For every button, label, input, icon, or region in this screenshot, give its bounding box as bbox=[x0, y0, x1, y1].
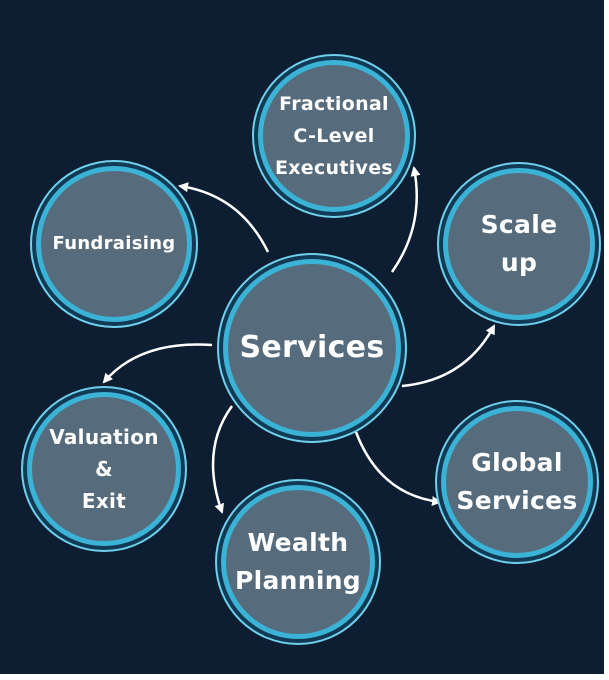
scale-up-label: Scale up bbox=[480, 210, 558, 277]
fundraising-node: Fundraising bbox=[36, 166, 192, 322]
valuation-exit-label: Valuation & Exit bbox=[49, 425, 159, 513]
arrow-to-scale-up bbox=[401, 324, 496, 388]
services-label: Services bbox=[239, 330, 385, 365]
arrow-to-wealth-planning bbox=[211, 405, 234, 514]
wealth-planning-node: Wealth Planning bbox=[221, 485, 375, 639]
wealth-planning-label: Wealth Planning bbox=[234, 528, 362, 595]
scale-up-node: Scale up bbox=[443, 168, 595, 320]
arrow-to-fundraising bbox=[178, 182, 270, 253]
valuation-exit-node: Valuation & Exit bbox=[27, 392, 181, 546]
global-services-label: Global Services bbox=[456, 448, 578, 515]
arrow-to-fractional-executives bbox=[390, 166, 421, 273]
fundraising-label: Fundraising bbox=[52, 233, 176, 254]
fractional-executives-node: Fractional C-Level Executives bbox=[258, 60, 410, 212]
services-center-node: Services bbox=[223, 259, 401, 437]
arrow-to-global-services bbox=[354, 431, 442, 507]
arrow-to-valuation-exit bbox=[102, 343, 213, 384]
global-services-node: Global Services bbox=[441, 406, 593, 558]
fractional-executives-label: Fractional C-Level Executives bbox=[274, 93, 394, 179]
